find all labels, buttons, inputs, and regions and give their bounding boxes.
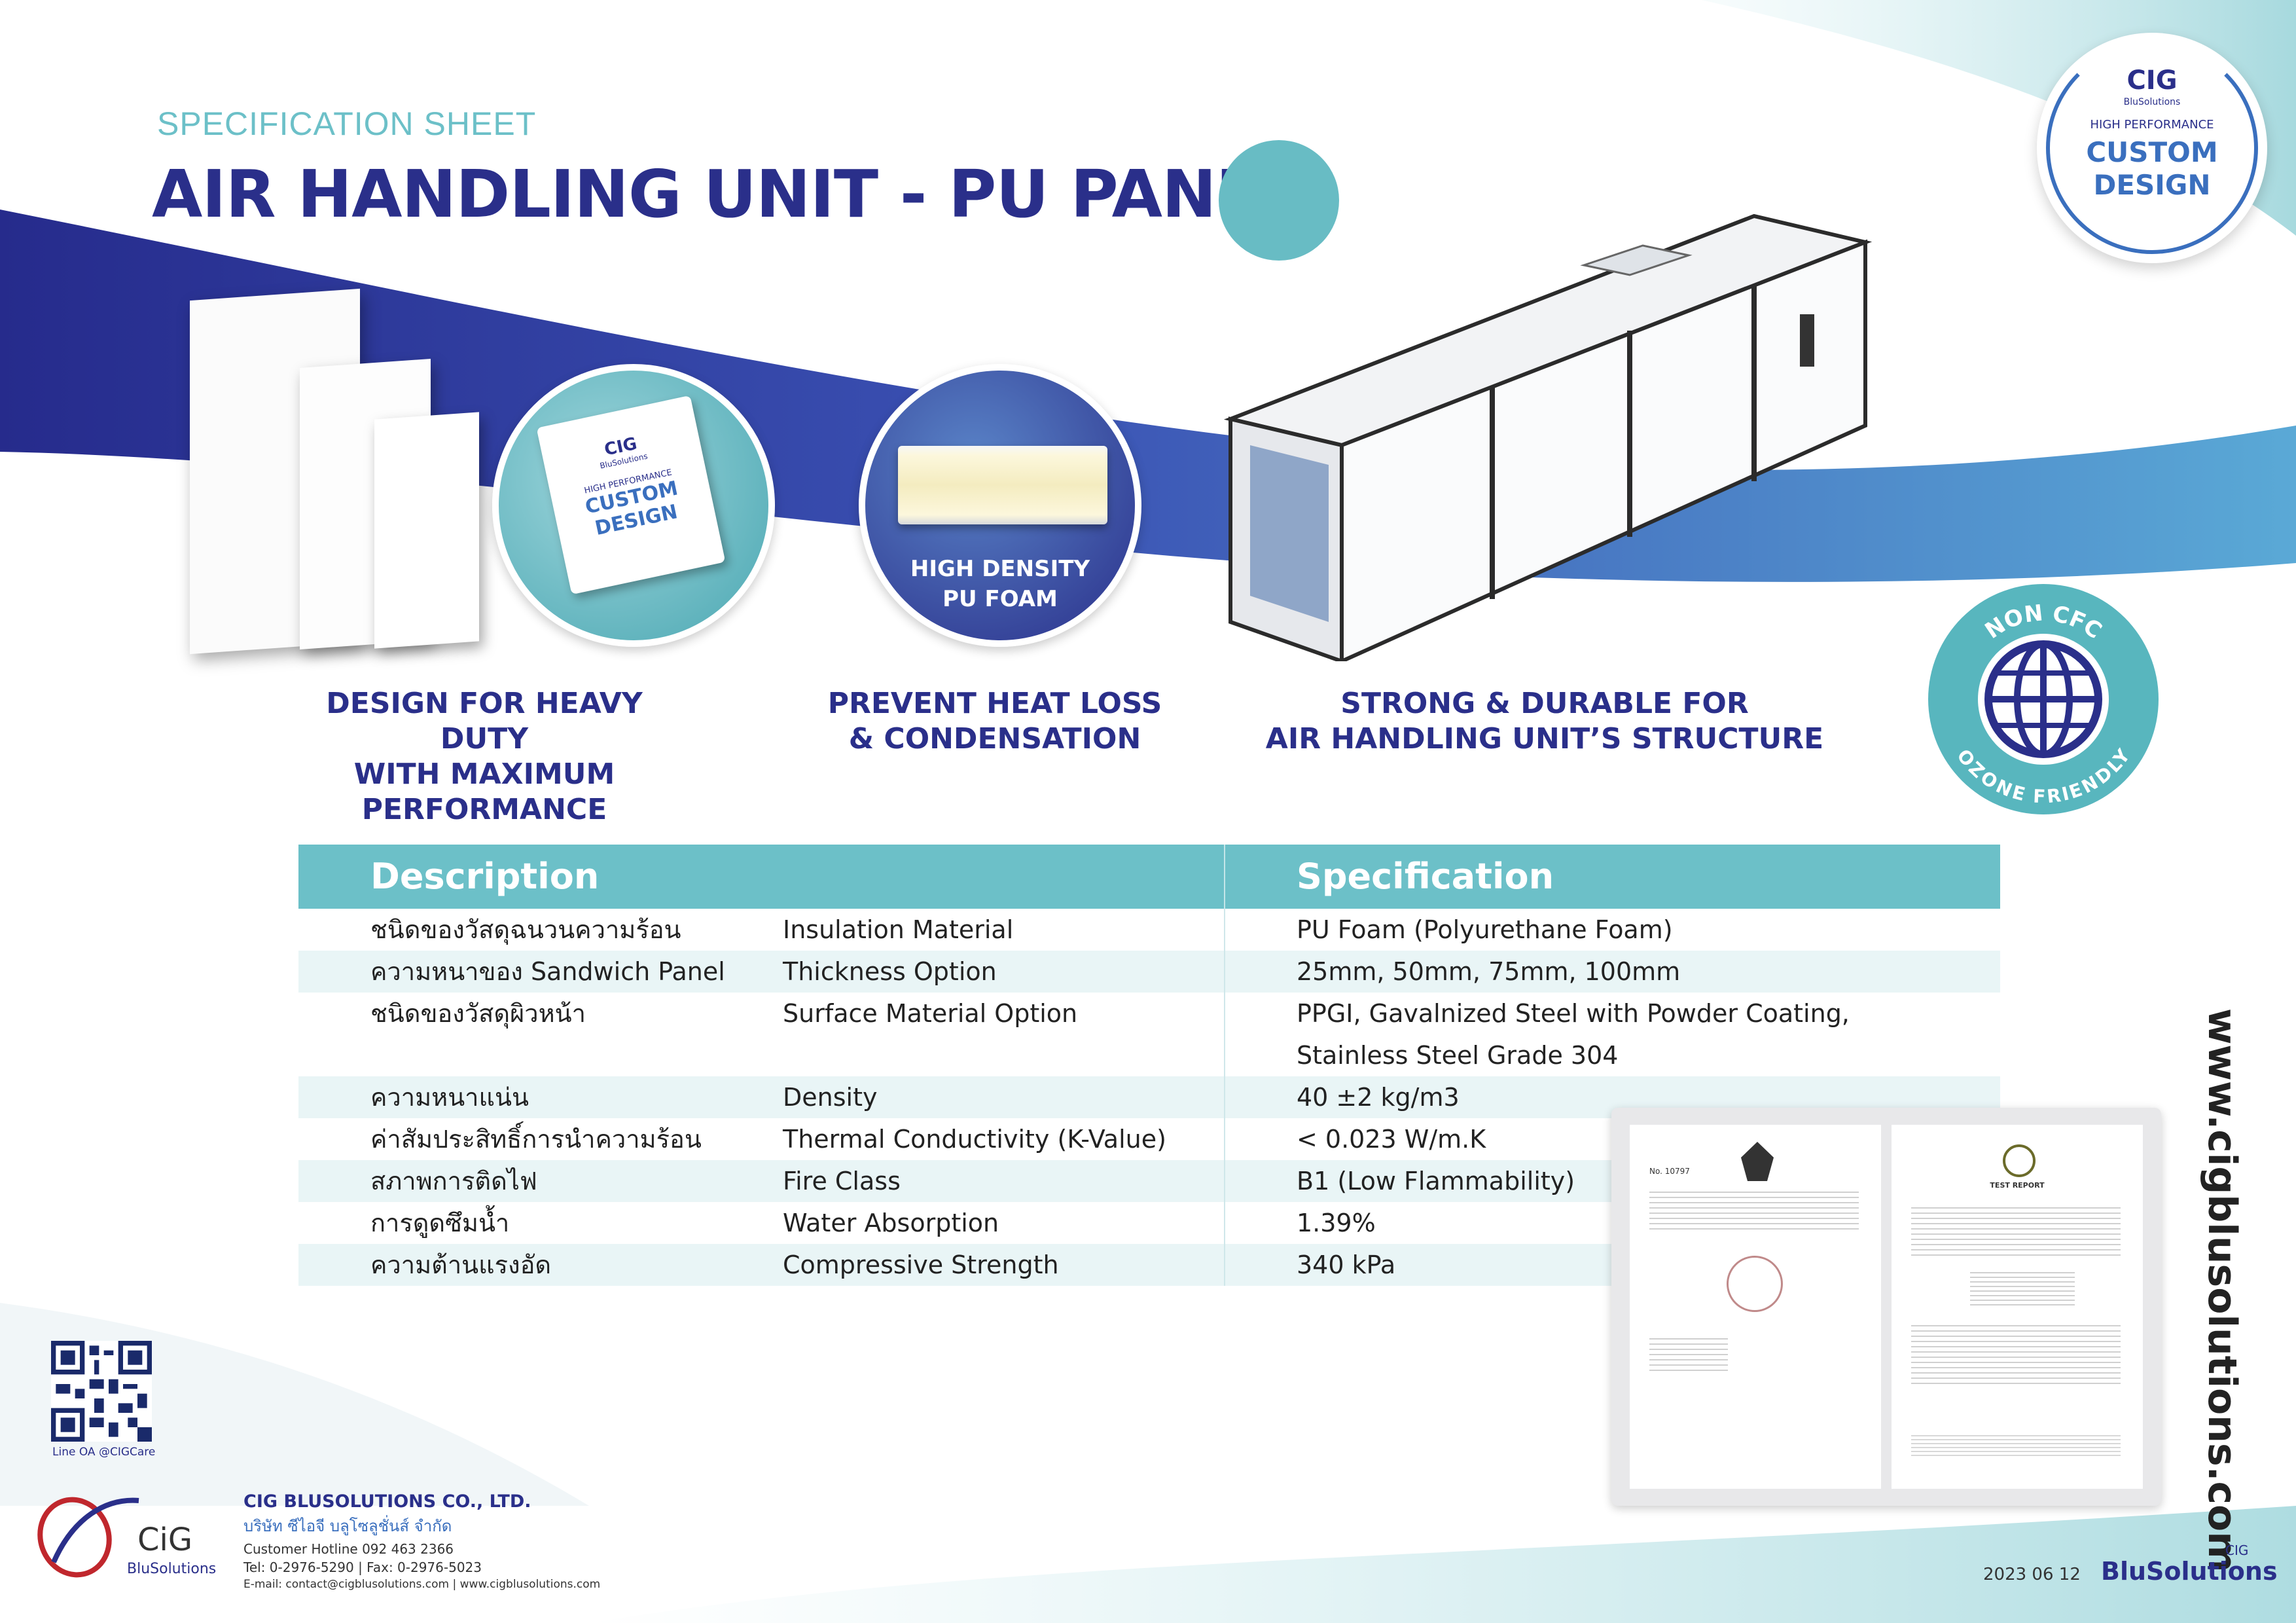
- cig-logo-icon: [37, 1497, 139, 1578]
- foam-sample: [898, 446, 1107, 524]
- badge-line1: HIGH PERFORMANCE: [2090, 118, 2214, 132]
- company-name-thai: บริษัท ซีไอจี บลูโซลูชั่นส์ จำกัด: [243, 1517, 452, 1535]
- page-title: AIR HANDLING UNIT - PU PANEL: [152, 156, 1302, 232]
- certificate-page-right: TEST REPORT: [1892, 1125, 2143, 1489]
- badge-brand: CIG: [2126, 65, 2178, 96]
- custom-design-circle: CIG BluSolutions HIGH PERFORMANCE CUSTOM…: [492, 364, 775, 647]
- institute-logo-icon: [2003, 1144, 2036, 1177]
- header-description: Description: [370, 856, 600, 897]
- custom-design-badge: CIG BluSolutions HIGH PERFORMANCE CUSTOM…: [2037, 33, 2267, 263]
- table-row: ความหนาของ Sandwich Panel Thickness Opti…: [298, 951, 2000, 993]
- seal-icon: [1727, 1256, 1783, 1312]
- tel-fax: Tel: 0-2976-5290 | Fax: 0-2976-5023: [243, 1559, 482, 1575]
- panel-sheet-small: [374, 412, 479, 649]
- badge-line2: CUSTOM: [2086, 136, 2218, 168]
- footer-logo-sub: BluSolutions: [127, 1561, 217, 1577]
- feature-caption-heat-loss: PREVENT HEAT LOSS & CONDENSATION: [827, 687, 1162, 756]
- customer-hotline: Customer Hotline 092 463 2366: [243, 1541, 454, 1557]
- test-certificate-image: No. 10797 TEST REPORT: [1611, 1108, 2161, 1506]
- table-row: การดูดซึมน้ำ Water Absorption 1.39%: [298, 1202, 2000, 1244]
- company-name: CIG BLUSOLUTIONS CO., LTD.: [243, 1491, 531, 1512]
- issue-date: 2023 06 12: [1983, 1565, 2081, 1584]
- table-row: ชนิดของวัสดุผิวหน้า Surface Material Opt…: [298, 993, 2000, 1076]
- footer-logo-brand: CiG: [137, 1522, 193, 1558]
- blusolutions-logo-text: BluSolutions: [2101, 1557, 2278, 1586]
- table-row: ชนิดของวัสดุฉนวนความร้อน Insulation Mate…: [298, 909, 2000, 951]
- qr-code-icon[interactable]: [51, 1341, 152, 1442]
- feature-caption-heavy-duty: DESIGN FOR HEAVY DUTY WITH MAXIMUM PERFO…: [326, 687, 643, 826]
- badge-line3: DESIGN: [2093, 169, 2211, 201]
- decorative-dot: [1219, 140, 1339, 261]
- company-info: CIG BLUSOLUTIONS CO., LTD. บริษัท ซีไอจี…: [243, 1491, 600, 1591]
- table-row: ความหนาแน่น Density 40 ±2 kg/m3: [298, 1076, 2000, 1118]
- email-web: E-mail: contact@cigblusolutions.com | ww…: [243, 1578, 601, 1591]
- badge-brand-sub: BluSolutions: [2123, 97, 2181, 107]
- table-row: ค่าสัมประสิทธิ์การนำความร้อน Thermal Con…: [298, 1118, 2000, 1160]
- certificate-number: No. 10797: [1649, 1167, 1690, 1176]
- pu-foam-circle: HIGH DENSITY PU FOAM: [859, 364, 1141, 647]
- qr-label: Line OA @CIGCare: [52, 1446, 156, 1459]
- certificate-title: TEST REPORT: [1990, 1181, 2045, 1190]
- emblem-icon: [1741, 1142, 1774, 1181]
- non-cfc-badge: NON CFC OZONE FRIENDLY: [1928, 584, 2159, 814]
- sheet-subtitle: SPECIFICATION SHEET: [157, 105, 537, 142]
- foam-label-line2: PU FOAM: [942, 586, 1058, 612]
- foam-label-line1: HIGH DENSITY: [910, 556, 1090, 582]
- brand-small-text: CIG: [2225, 1542, 2249, 1558]
- website-vertical[interactable]: www.cigblusolutions.com: [2199, 1008, 2245, 1573]
- table-header: Description Specification: [298, 845, 2000, 909]
- feature-caption-structure: STRONG & DURABLE FOR AIR HANDLING UNIT’S…: [1265, 687, 1824, 756]
- air-handling-unit-illustration: [1223, 213, 1872, 661]
- header-specification: Specification: [1297, 856, 1554, 897]
- certificate-page-left: No. 10797: [1630, 1125, 1881, 1489]
